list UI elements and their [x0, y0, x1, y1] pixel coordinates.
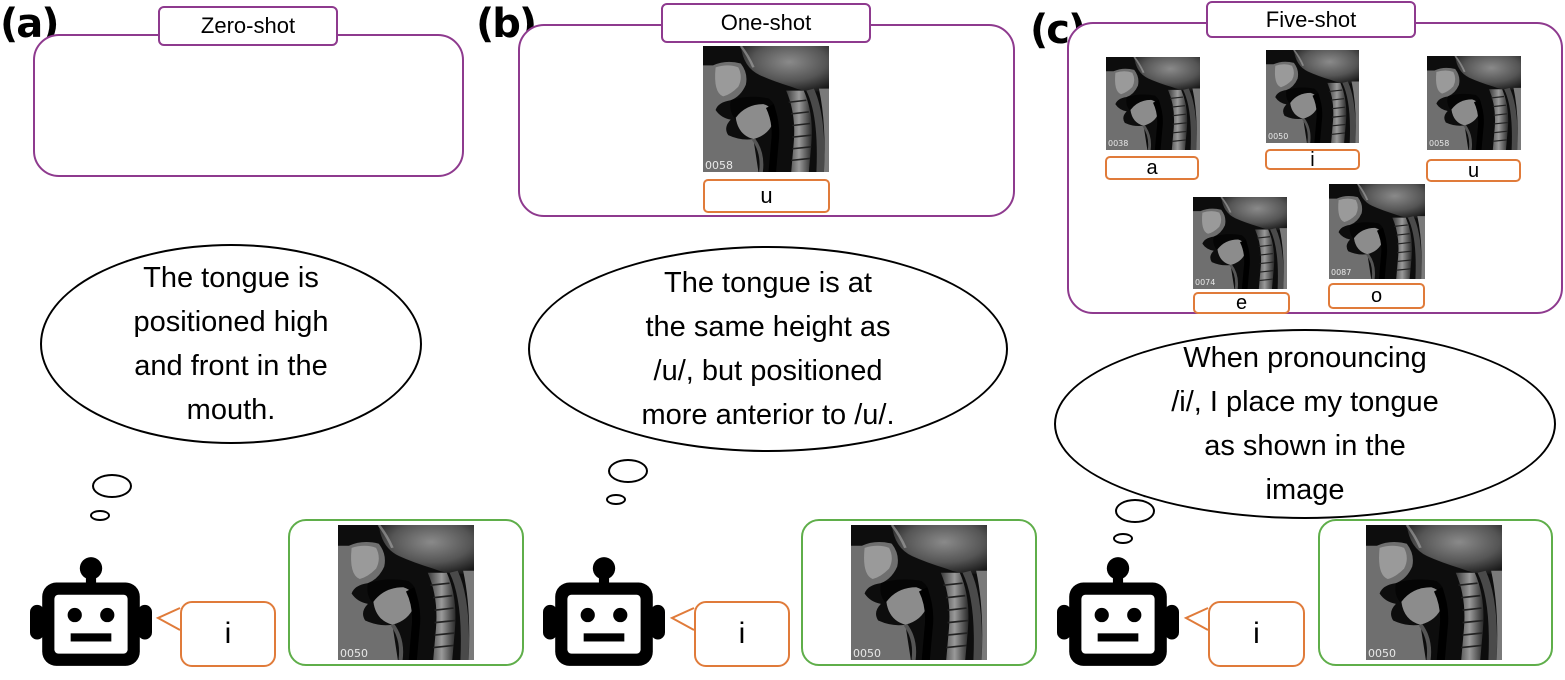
thought-bubble-small: [90, 510, 110, 521]
image-id: 0050: [1368, 647, 1396, 660]
mri-midsagittal-image: 0038: [1106, 57, 1200, 150]
image-id: 0058: [705, 159, 733, 172]
mri-midsagittal-image: 0058: [703, 46, 829, 172]
panel-a-thought-cloud: The tongue is positioned high and front …: [40, 244, 422, 444]
thought-line: /u/, but positioned: [653, 355, 883, 387]
panel-b-shot-title: One-shot: [661, 3, 871, 43]
thought-line: The tongue is: [143, 262, 319, 294]
thought-line: the same height as: [645, 311, 891, 343]
example-vowel-label: u: [703, 179, 830, 213]
speech-bubble-tail: [155, 607, 181, 631]
panel-c-thought-cloud: When pronouncing /i/, I place my tongue …: [1054, 329, 1556, 519]
robot-icon: [1057, 556, 1179, 668]
mri-midsagittal-image: 0050: [1266, 50, 1359, 143]
example-vowel-label: u: [1426, 159, 1521, 182]
mri-midsagittal-image: 0050: [851, 525, 987, 660]
thought-line: more anterior to /u/.: [641, 399, 895, 431]
mri-midsagittal-image: 0050: [338, 525, 474, 660]
image-id: 0074: [1195, 278, 1216, 287]
thought-bubble-small: [606, 494, 626, 505]
panel-a-shot-title: Zero-shot: [158, 6, 338, 46]
image-id: 0087: [1331, 268, 1352, 277]
example-vowel-label: i: [1265, 149, 1360, 170]
example-vowel-label: a: [1105, 156, 1199, 180]
panel-a-answer-bubble: i: [180, 601, 276, 667]
panel-a-examples-box: [33, 34, 464, 177]
mri-midsagittal-image: 0058: [1427, 56, 1521, 150]
answer-text: i: [224, 617, 232, 650]
thought-line: image: [1265, 474, 1345, 506]
mri-midsagittal-image: 0087: [1329, 184, 1425, 279]
image-id: 0058: [1429, 139, 1450, 148]
mri-midsagittal-image: 0074: [1193, 197, 1287, 289]
example-vowel-label: e: [1193, 292, 1290, 314]
image-id: 0050: [340, 647, 368, 660]
image-id: 0038: [1108, 139, 1129, 148]
image-id: 0050: [1268, 132, 1289, 141]
thought-line: and front in the: [134, 350, 328, 382]
thought-line: as shown in the: [1204, 430, 1406, 462]
thought-line: positioned high: [133, 306, 329, 338]
image-id: 0050: [853, 647, 881, 660]
thought-bubble-large: [92, 474, 132, 498]
answer-text: i: [738, 617, 746, 650]
panel-b-answer-bubble: i: [694, 601, 790, 667]
thought-line: mouth.: [186, 394, 276, 426]
mri-midsagittal-image: 0050: [1366, 525, 1502, 660]
thought-line: /i/, I place my tongue: [1171, 386, 1439, 418]
panel-b-thought-cloud: The tongue is at the same height as /u/,…: [528, 246, 1008, 452]
panel-c-shot-title: Five-shot: [1206, 1, 1416, 38]
thought-bubble-large: [1115, 499, 1155, 523]
answer-text: i: [1253, 617, 1260, 650]
thought-line: The tongue is at: [664, 267, 872, 299]
panel-c-answer-bubble: i: [1208, 601, 1305, 667]
speech-bubble-tail: [1183, 607, 1209, 631]
thought-bubble-large: [608, 459, 648, 483]
speech-bubble-tail: [669, 607, 695, 631]
thought-bubble-small: [1113, 533, 1133, 544]
example-vowel-label: o: [1328, 283, 1425, 309]
robot-icon: [543, 556, 665, 668]
thought-line: When pronouncing: [1183, 342, 1427, 374]
robot-icon: [30, 556, 152, 668]
